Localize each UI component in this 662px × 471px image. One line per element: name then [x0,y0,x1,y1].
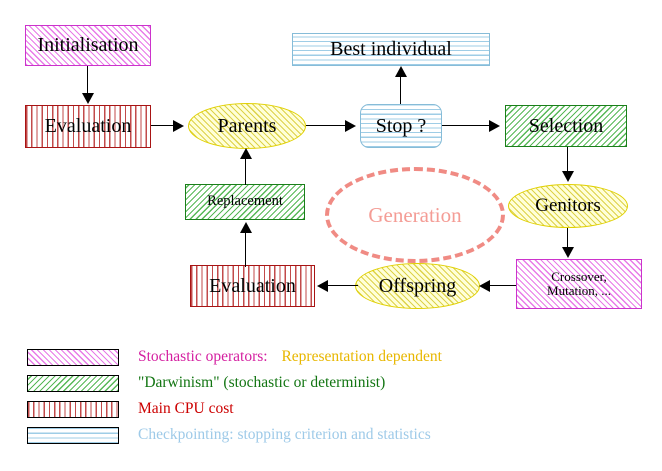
node-best-individual-label: Best individual [330,38,452,60]
legend-text-darwinism: "Darwinism" (stochastic or determinist) [138,374,385,392]
edge-replacement-to-parents-arrowhead [240,148,252,159]
node-crossover-line1: Crossover, [551,269,607,285]
edge-init-to-eval [87,66,89,96]
edge-genitors-to-crossover [567,228,569,250]
legend-label-stochastic-primary: Stochastic operators: [138,348,268,365]
legend-label-cpu-cost: Main CPU cost [138,400,234,417]
node-generation-cycle: Generation [325,167,505,263]
edge-eval-to-replacement [245,228,247,267]
node-replacement[interactable]: Replacement [185,184,305,220]
edge-crossover-to-offspring [490,285,516,287]
node-initialisation-label: Initialisation [37,34,139,56]
edge-stop-to-selection-arrowhead [489,120,500,132]
edge-stop-to-selection [442,125,490,127]
legend-row-checkpointing: Checkpointing: stopping criterion and st… [0,426,431,444]
edge-crossover-to-offspring-arrowhead [479,280,490,292]
edge-parents-to-stop-arrowhead [345,120,356,132]
node-evaluation-bottom-label: Evaluation [209,274,296,297]
edge-eval-to-replacement-arrowhead [240,222,252,233]
edge-offspring-to-eval-arrowhead [317,280,328,292]
node-genitors[interactable]: Genitors [508,184,628,228]
node-best-individual[interactable]: Best individual [292,33,490,66]
legend-text-checkpointing: Checkpointing: stopping criterion and st… [138,426,431,444]
edge-eval-to-parents [151,125,176,127]
edge-eval-to-parents-arrowhead [173,120,184,132]
legend-text-stochastic: Stochastic operators: Representation dep… [138,348,442,366]
edge-offspring-to-eval [328,285,358,287]
node-evaluation-top[interactable]: Evaluation [25,105,151,148]
legend-label-darwinism: "Darwinism" (stochastic or determinist) [138,374,386,391]
legend-swatch-green [27,374,119,392]
edge-selection-to-genitors [567,147,569,173]
node-crossover-line2: Mutation, ... [547,283,611,298]
edge-selection-to-genitors-arrowhead [562,171,574,182]
legend-row-cpu-cost: Main CPU cost [0,400,234,418]
node-stop-label: Stop ? [375,114,427,137]
node-parents[interactable]: Parents [188,103,306,149]
node-stop[interactable]: Stop ? [360,104,442,148]
node-evaluation-top-label: Evaluation [44,115,132,137]
edge-parents-to-stop [306,125,348,127]
legend-label-stochastic-secondary: Representation dependent [281,348,442,365]
node-parents-label: Parents [217,114,277,137]
legend-swatch-red [27,400,119,418]
legend-text-cpu-cost: Main CPU cost [138,400,234,418]
node-selection-label: Selection [528,114,604,137]
edge-replacement-to-parents [245,155,247,185]
node-offspring-label: Offspring [378,274,457,297]
edge-stop-to-best-arrowhead [395,66,407,77]
edge-init-to-eval-arrowhead [82,93,94,104]
node-generation-label: Generation [368,202,462,227]
node-initialisation[interactable]: Initialisation [25,25,151,66]
node-selection[interactable]: Selection [505,105,627,147]
node-genitors-label: Genitors [535,195,601,217]
legend-swatch-magenta [27,348,119,366]
node-evaluation-bottom[interactable]: Evaluation [190,265,315,307]
node-replacement-label: Replacement [207,193,283,210]
legend-row-stochastic: Stochastic operators: Representation dep… [0,348,442,366]
legend-swatch-blue [27,426,119,444]
node-crossover-mutation[interactable]: Crossover, Mutation, ... [516,259,642,309]
legend-label-checkpointing: Checkpointing: stopping criterion and st… [138,426,431,443]
legend-row-darwinism: "Darwinism" (stochastic or determinist) [0,374,385,392]
node-offspring[interactable]: Offspring [355,263,480,309]
edge-genitors-to-crossover-arrowhead [562,247,574,258]
edge-stop-to-best [400,70,402,104]
